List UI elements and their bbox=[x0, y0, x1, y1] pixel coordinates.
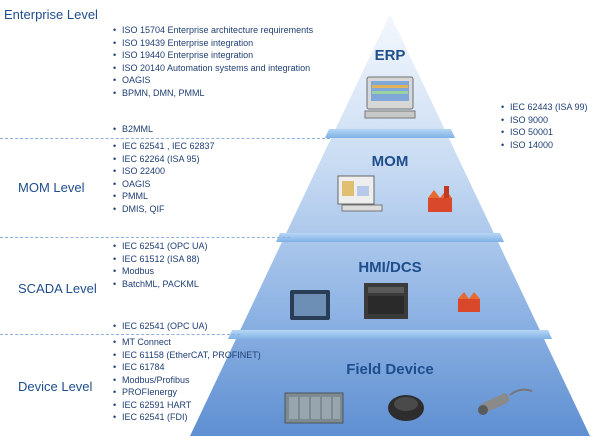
list-item: PROFIenergy bbox=[112, 386, 261, 399]
list-item: ISO 50001 bbox=[500, 126, 588, 139]
list-item: ISO 15704 Enterprise architecture requir… bbox=[112, 24, 313, 37]
list-item: IEC 62541 , IEC 62837 bbox=[112, 140, 215, 153]
list-item: IEC 62443 (ISA 99) bbox=[500, 101, 588, 114]
pyramid-band-3 bbox=[228, 330, 552, 339]
list-item: IEC 61158 (EtherCAT, PROFINET) bbox=[112, 349, 261, 362]
hmi-panel-icon bbox=[290, 290, 330, 320]
pyramid-band-2 bbox=[276, 233, 504, 242]
list-item: DMIS, QIF bbox=[112, 203, 215, 216]
enterprise-standards-list-b2mml: B2MML bbox=[112, 123, 153, 136]
list-item: IEC 62591 HART bbox=[112, 399, 261, 412]
sensor-icon bbox=[478, 388, 533, 415]
computer-icon bbox=[364, 76, 416, 119]
cross-cutting-standards-list: IEC 62443 (ISA 99) ISO 9000 ISO 50001 IS… bbox=[500, 101, 588, 151]
scada-standards-list-opcua: IEC 62541 (OPC UA) bbox=[112, 320, 208, 333]
scada-standards-list: IEC 62541 (OPC UA) IEC 61512 (ISA 88) Mo… bbox=[112, 240, 208, 290]
list-item: BPMN, DMN, PMML bbox=[112, 87, 313, 100]
enterprise-level-title: Enterprise Level bbox=[4, 7, 98, 22]
mom-standards-list: IEC 62541 , IEC 62837 IEC 62264 (ISA 95)… bbox=[112, 140, 215, 215]
list-item: ISO 20140 Automation systems and integra… bbox=[112, 62, 313, 75]
monitor-icon bbox=[337, 175, 383, 212]
list-item: OAGIS bbox=[112, 74, 313, 87]
list-item: PMML bbox=[112, 190, 215, 203]
enterprise-standards-list: ISO 15704 Enterprise architecture requir… bbox=[112, 24, 313, 99]
pyramid-band-1 bbox=[325, 129, 455, 138]
list-item: OAGIS bbox=[112, 178, 215, 191]
tier-label-mom: MOM bbox=[371, 153, 409, 170]
device-disc-icon bbox=[388, 395, 424, 421]
level-divider bbox=[0, 334, 240, 335]
list-item: Modbus bbox=[112, 265, 208, 278]
device-level-title: Device Level bbox=[18, 379, 93, 394]
device-standards-list: MT Connect IEC 61158 (EtherCAT, PROFINET… bbox=[112, 336, 261, 424]
list-item: MT Connect bbox=[112, 336, 261, 349]
list-item: IEC 62541 (OPC UA) bbox=[112, 240, 208, 253]
list-item: ISO 19440 Enterprise integration bbox=[112, 49, 313, 62]
list-item: IEC 61784 bbox=[112, 361, 261, 374]
list-item: ISO 19439 Enterprise integration bbox=[112, 37, 313, 50]
list-item: Modbus/Profibus bbox=[112, 374, 261, 387]
list-item: ISO 9000 bbox=[500, 114, 588, 127]
level-divider bbox=[0, 138, 330, 139]
plc-rack-icon bbox=[284, 392, 344, 424]
list-item: IEC 62264 (ISA 95) bbox=[112, 153, 215, 166]
factory-icon bbox=[458, 292, 480, 312]
list-item: IEC 61512 (ISA 88) bbox=[112, 253, 208, 266]
mom-level-title: MOM Level bbox=[18, 180, 85, 195]
tier-label-field-device: Field Device bbox=[346, 361, 434, 378]
tier-label-erp: ERP bbox=[374, 47, 406, 64]
factory-icon bbox=[428, 186, 452, 212]
list-item: IEC 62541 (FDI) bbox=[112, 411, 261, 424]
scada-level-title: SCADA Level bbox=[18, 281, 97, 296]
list-item: B2MML bbox=[112, 123, 153, 136]
industrial-pc-icon bbox=[364, 283, 408, 319]
level-divider bbox=[0, 237, 290, 238]
tier-label-hmi-dcs: HMI/DCS bbox=[358, 259, 422, 276]
list-item: BatchML, PACKML bbox=[112, 278, 208, 291]
list-item: ISO 22400 bbox=[112, 165, 215, 178]
list-item: ISO 14000 bbox=[500, 139, 588, 152]
list-item: IEC 62541 (OPC UA) bbox=[112, 320, 208, 333]
